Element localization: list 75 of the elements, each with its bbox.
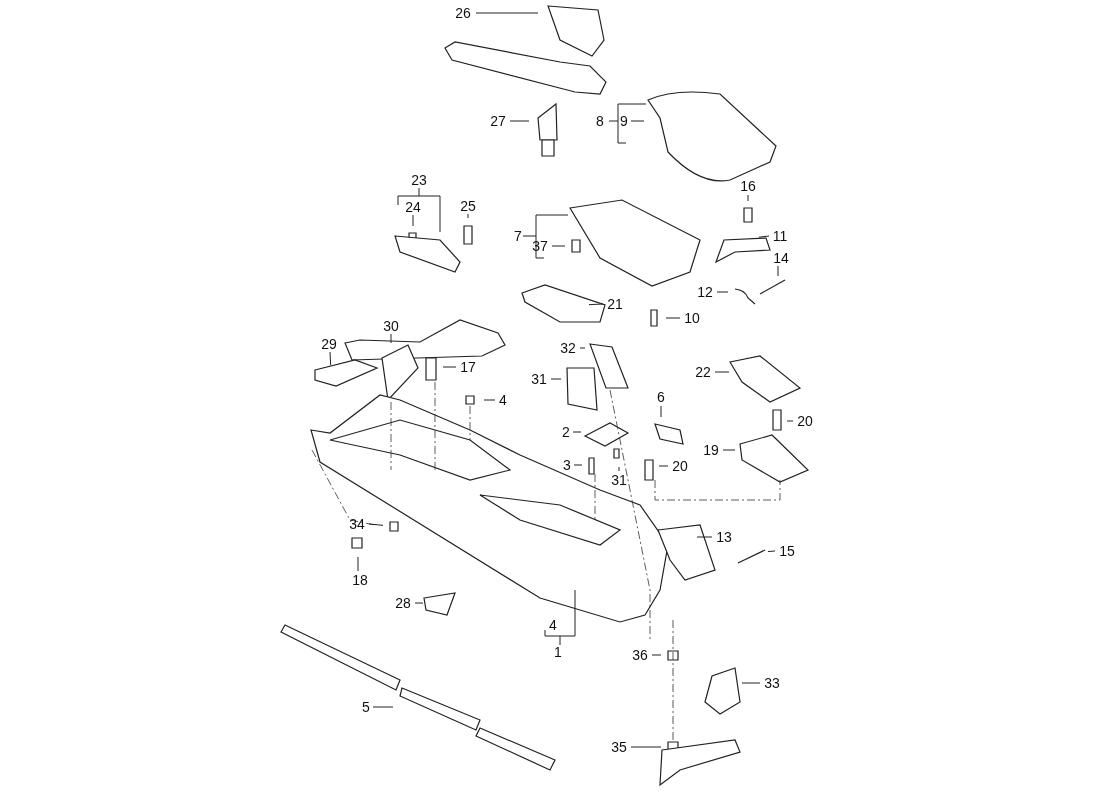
callout-number: 10 [684, 310, 700, 326]
leader-line [414, 602, 424, 604]
callout-number: 23 [411, 172, 427, 188]
callout-number: 20 [672, 458, 688, 474]
leader-line [579, 347, 586, 349]
leader-line [660, 405, 662, 418]
leader-line [741, 682, 761, 684]
leader-line [483, 399, 496, 401]
callout-number: 31 [611, 472, 627, 488]
leader-line [442, 366, 457, 368]
leader-line [786, 420, 794, 422]
callout-number: 25 [460, 198, 476, 214]
callout-number: 12 [697, 284, 713, 300]
callout-number: 22 [695, 364, 711, 380]
callout-number: 20 [797, 413, 813, 429]
leader-line [390, 333, 392, 344]
leader-line [696, 536, 713, 538]
leader-line [368, 523, 384, 526]
callout-number: 2 [562, 424, 570, 440]
callout-number: 36 [632, 647, 648, 663]
leader-line [777, 265, 779, 277]
callout-number: 17 [460, 359, 476, 375]
callout-number: 26 [455, 5, 471, 21]
leader-line [665, 317, 681, 319]
leader-line [475, 12, 539, 14]
callout-number: 1 [554, 644, 562, 660]
leader-line [758, 235, 770, 238]
leader-line [618, 466, 620, 472]
leader-line [372, 706, 394, 708]
leader-line [767, 550, 776, 552]
leader-line [412, 214, 414, 227]
callout-number: 28 [395, 595, 411, 611]
leader-line [651, 654, 662, 656]
callout-number: 27 [490, 113, 506, 129]
callout-number: 6 [657, 389, 665, 405]
callout-number: 14 [773, 250, 789, 266]
leader-line [551, 245, 566, 247]
callout-number: 13 [716, 529, 732, 545]
callout-number: 4 [499, 392, 507, 408]
callout-number: 19 [703, 442, 719, 458]
callout-number: 11 [772, 228, 788, 244]
leader-line [509, 120, 530, 122]
callout-number: 33 [764, 675, 780, 691]
callout-number: 24 [405, 199, 421, 215]
leader-line [714, 371, 730, 373]
leader-line [329, 351, 332, 366]
callout-number: 29 [321, 336, 337, 352]
leader-line [572, 431, 582, 433]
leader-line [573, 464, 583, 466]
callout-number: 21 [607, 296, 623, 312]
leader-line [630, 746, 662, 748]
callout-number: 9 [620, 113, 628, 129]
callout-number: 8 [596, 113, 604, 129]
leader-line [747, 194, 749, 202]
leader-line [357, 556, 359, 572]
leader-line [722, 449, 736, 451]
callout-number: 31 [531, 371, 547, 387]
callout-number: 30 [383, 318, 399, 334]
callout-number: 35 [611, 739, 627, 755]
callout-number: 32 [560, 340, 576, 356]
leader-line [716, 291, 729, 293]
callout-number: 15 [779, 543, 795, 559]
leader-line [658, 465, 669, 467]
callout-number: 18 [352, 572, 368, 588]
callout-number: 37 [532, 238, 548, 254]
callout-number: 5 [362, 699, 370, 715]
leader-line [630, 120, 645, 122]
leader-line [467, 213, 469, 219]
leader-line [550, 378, 562, 380]
callout-number: 34 [349, 516, 365, 532]
callout-number: 3 [563, 457, 571, 473]
callout-number: 4 [549, 617, 557, 633]
callout-number: 16 [740, 178, 756, 194]
leader-line [588, 303, 604, 306]
callout-number: 7 [514, 228, 522, 244]
